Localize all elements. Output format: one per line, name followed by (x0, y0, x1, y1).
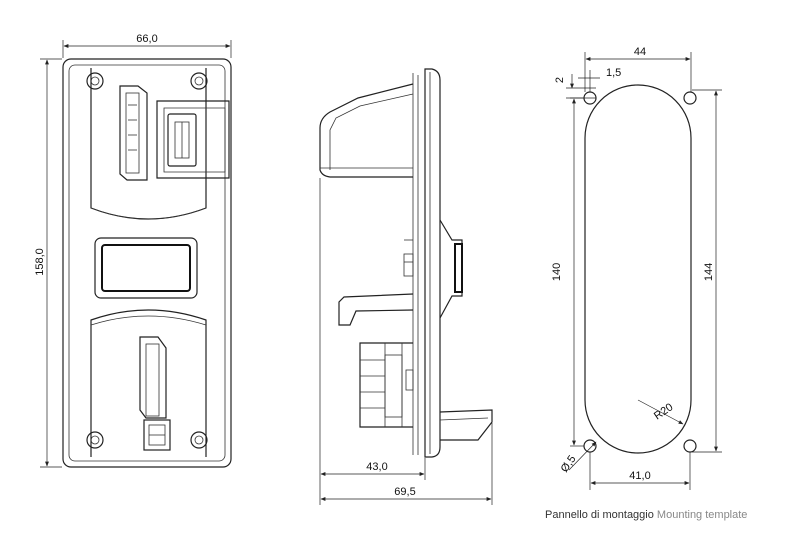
side-return-tray-lip (439, 417, 489, 421)
front-view: 66,0 158,0 (34, 33, 232, 468)
center-window (94, 237, 198, 299)
lower-housing-outline (90, 309, 207, 457)
side-depth-dimension-label-1: 43,0 (366, 461, 387, 473)
front-plate-bevel (68, 64, 226, 462)
template-hole-top-right (683, 91, 697, 105)
template-hole-bottom-left (583, 439, 597, 453)
top-mechanism-body (319, 83, 414, 178)
template-outer-height-label: 144 (703, 263, 715, 281)
upper-housing-bottom-curve (90, 207, 207, 220)
template-diameter-leader (568, 441, 597, 471)
template-offset-label: 2 (554, 77, 566, 83)
template-radius-leader (637, 399, 684, 425)
template-top-width-label: 44 (634, 46, 646, 58)
template-diameter-label: Ø,5 (559, 453, 579, 474)
side-depth-dimension-label-2: 69,5 (394, 486, 415, 498)
side-lower-mechanism (359, 342, 414, 428)
side-button-nose (439, 219, 463, 319)
template-inner-height-label: 140 (551, 263, 563, 281)
top-mechanism-inner (329, 93, 414, 170)
template-hole-bottom-right (683, 439, 697, 453)
side-plate-profile (424, 68, 441, 458)
front-width-dimension-label: 66,0 (136, 33, 157, 45)
template-caption-english: Mounting template (656, 509, 748, 521)
upper-coin-slot (119, 85, 148, 181)
screw-top-right (190, 72, 208, 90)
screw-bottom-right (190, 431, 208, 449)
screw-top-left (86, 72, 104, 90)
front-plate-outline (62, 58, 232, 468)
lower-coin-slot (139, 336, 171, 451)
template-bottom-width-label: 41,0 (629, 470, 650, 482)
side-small-bracket (403, 239, 414, 277)
screw-bottom-left (86, 431, 104, 449)
side-lever (338, 293, 414, 326)
mounting-template: 44 1,5 2 140 144 R20 Ø,5 41,0 (551, 46, 722, 490)
side-return-tray (439, 409, 493, 441)
lower-housing-top-curve (90, 315, 207, 326)
side-view: 43,0 69,5 (319, 68, 493, 505)
template-caption: Pannello di montaggio Mounting template (545, 509, 747, 521)
template-radius-label: R20 (652, 401, 675, 422)
template-cutout (584, 84, 692, 454)
template-caption-italian: Pannello di montaggio (545, 509, 654, 521)
front-height-dimension-label: 158,0 (34, 248, 46, 276)
template-inset-label: 1,5 (606, 67, 621, 79)
side-button-face (454, 243, 463, 293)
connector-block (156, 100, 230, 179)
